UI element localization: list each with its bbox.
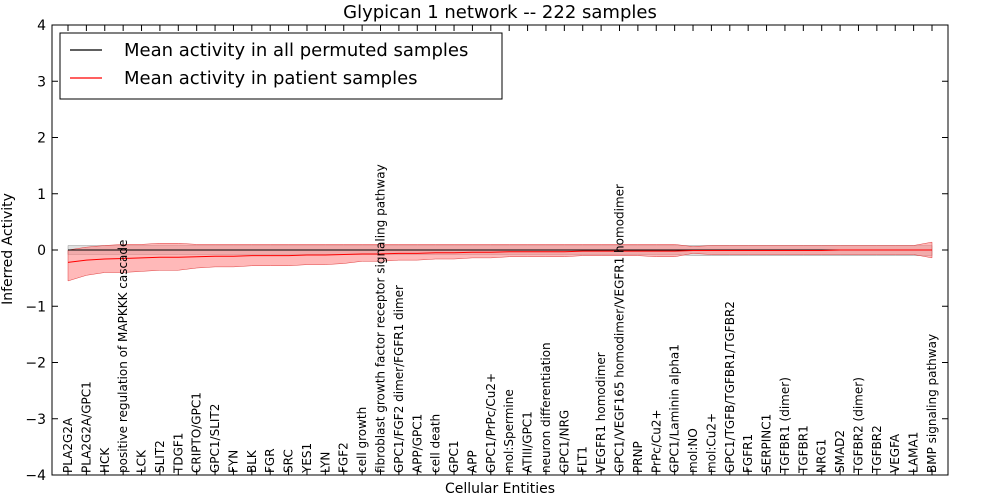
- y-tick-label: 0: [37, 243, 46, 259]
- legend-box: [59, 32, 503, 100]
- x-tick-label: APP/GPC1: [410, 414, 424, 473]
- x-tick-label: PrPc/Cu2+: [649, 409, 663, 473]
- x-tick-label: FGF2: [337, 442, 351, 473]
- x-tick-label: SERPINC1: [760, 414, 774, 473]
- x-tick-label: FLT1: [576, 446, 590, 473]
- x-tick-label: GPC1/PrPc/Cu2+: [484, 373, 498, 473]
- x-tick-label: ATIII/GPC1: [521, 411, 535, 473]
- x-tick-label: TGFBR2: [870, 425, 884, 474]
- x-tick-label: neuron differentiation: [539, 342, 553, 473]
- y-tick-label: −1: [25, 299, 46, 315]
- x-tick-label: GPC1: [447, 440, 461, 473]
- x-tick-label: positive regulation of MAPKKK cascade: [116, 240, 130, 473]
- y-tick-label: −3: [25, 412, 46, 428]
- y-tick-label: 2: [37, 131, 46, 147]
- x-tick-label: fibroblast growth factor receptor signal…: [374, 164, 388, 473]
- x-tick-label: LCK: [135, 449, 149, 473]
- y-tick-label: 3: [37, 74, 46, 90]
- x-tick-label: GPC1/NRG: [557, 410, 571, 473]
- x-tick-label: TGFBR2 (dimer): [851, 377, 865, 474]
- x-tick-label: SRC: [282, 449, 296, 473]
- series-line-patient: [67, 249, 932, 263]
- x-tick-label: cell growth: [355, 407, 369, 473]
- x-tick-label: PLA2G2A/GPC1: [79, 381, 93, 473]
- x-tick-label: VEGFA: [888, 433, 902, 473]
- y-tick-label: 4: [37, 18, 46, 34]
- x-tick-label: LYN: [318, 452, 332, 473]
- legend-label: Mean activity in all permuted samples: [124, 40, 468, 61]
- x-tick-label: SMAD2: [833, 430, 847, 473]
- x-tick-label: mol:NO: [686, 428, 700, 473]
- x-tick-label: VEGFR1 homodimer: [594, 352, 608, 473]
- chart-title: Glypican 1 network -- 222 samples: [343, 2, 657, 23]
- x-tick-label: FGFR1: [741, 434, 755, 473]
- legend: Mean activity in all permuted samplesMea…: [59, 32, 503, 100]
- x-tick-label: TGFBR1: [796, 425, 810, 474]
- x-axis-label: Cellular Entities: [445, 481, 555, 497]
- x-tick-label: cell death: [429, 414, 443, 473]
- y-tick-label: −2: [25, 356, 46, 372]
- x-tick-label: NRG1: [815, 439, 829, 473]
- x-tick-label: SLIT2: [153, 440, 167, 473]
- x-tick-label: GPC1/VEGF165 homodimer/VEGFR1 homodimer: [612, 184, 626, 473]
- x-tick-label: PLA2G2A: [61, 417, 75, 473]
- x-tick-label: mol:Spermine: [502, 389, 516, 473]
- x-tick-label: GPC1/SLIT2: [208, 404, 222, 473]
- legend-label: Mean activity in patient samples: [124, 68, 418, 89]
- x-tick-label: mol:Cu2+: [704, 413, 718, 473]
- x-tick-label: FGR: [263, 448, 277, 473]
- x-tick-label: HCK: [98, 447, 112, 473]
- x-tick-label: YES1: [300, 443, 314, 474]
- x-tick-label: BMP signaling pathway: [925, 334, 939, 473]
- x-tick-label: CRIPTO/GPC1: [190, 392, 204, 473]
- x-tick-label: FYN: [226, 450, 240, 473]
- y-axis-label: Inferred Activity: [0, 193, 16, 305]
- x-tick-label: TDGF1: [171, 433, 185, 474]
- band-patient: [67, 241, 933, 282]
- x-tick-label: APP: [465, 450, 479, 473]
- y-tick-label: −4: [25, 468, 46, 484]
- x-tick-label: GPC1/FGF2 dimer/FGFR1 dimer: [392, 285, 406, 473]
- x-tick-label: LAMA1: [907, 432, 921, 473]
- x-tick-label: TGFBR1 (dimer): [778, 377, 792, 474]
- y-tick-label: 1: [37, 187, 46, 203]
- x-tick-label: PRNP: [631, 441, 645, 473]
- x-tick-label: GPC1/TGFB/TGFBR1/TGFBR2: [723, 301, 737, 473]
- x-tick-label: GPC1/Laminin alpha1: [668, 344, 682, 473]
- x-tick-label: BLK: [245, 449, 259, 473]
